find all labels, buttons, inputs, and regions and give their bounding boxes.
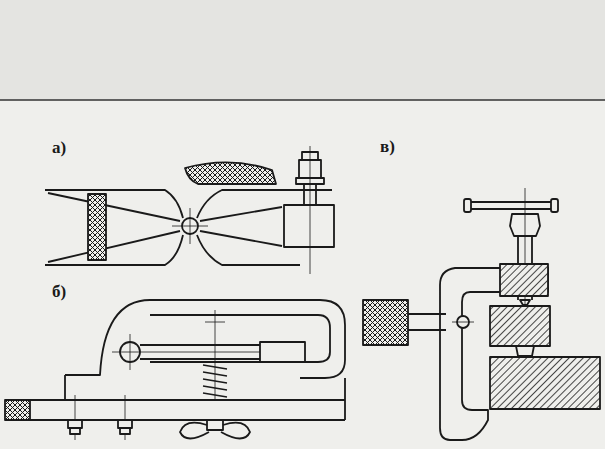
spring-lever-clamp-part [118, 420, 132, 428]
spring-lever-clamp-part [260, 342, 305, 362]
screw-clamp-part [490, 357, 600, 409]
page-ground-part [0, 0, 605, 100]
spring-lever-clamp-part [5, 400, 30, 420]
screw-clamp-part [408, 314, 446, 330]
spring-lever-clamp-part [130, 334, 131, 370]
screw-clamp-part [500, 264, 548, 296]
spring-lever-clamp-part [140, 345, 260, 359]
spring-lever-clamp-part [65, 300, 345, 398]
screw-clamp-part [516, 346, 534, 356]
spring-clamp-part [88, 194, 106, 260]
spring-lever-clamp-part [68, 420, 82, 428]
spring-clamp [45, 146, 334, 274]
page-ground-part [0, 99, 605, 101]
figure-letter: а) [52, 139, 66, 156]
spring-lever-clamp-part [5, 378, 345, 420]
spring-clamp-part [48, 193, 180, 221]
spring-clamp-part [185, 162, 276, 184]
screw-clamp-part [520, 300, 530, 305]
figure-letter: в) [380, 138, 395, 155]
spring-lever-clamp [5, 300, 345, 440]
spring-lever-clamp-part [205, 322, 225, 323]
spring-lever-clamp-part [203, 365, 227, 397]
spring-lever-clamp-part [70, 428, 80, 434]
spring-clamp-part [310, 146, 311, 274]
spring-clamp-part [45, 235, 183, 265]
screw-clamp-part [490, 306, 550, 346]
spring-clamp-part [200, 207, 282, 221]
spring-lever-clamp-part [120, 428, 130, 434]
screw-clamp-part [551, 199, 558, 212]
spring-clamp-part [315, 184, 317, 205]
spring-clamp-part [45, 190, 183, 218]
page-ground [0, 0, 605, 100]
spring-lever-clamp-part [207, 420, 223, 430]
screw-clamp [363, 188, 600, 440]
spring-lever-clamp-part [180, 423, 250, 439]
spring-clamp-part [190, 208, 191, 244]
spring-lever-clamp-part [215, 310, 216, 400]
spring-clamp-part [48, 231, 180, 262]
spring-lever-clamp-part [64, 398, 66, 400]
spring-clamp-part [200, 231, 282, 246]
screw-clamp-part [464, 199, 471, 212]
spring-clamp-part [303, 184, 305, 205]
figure-letter: б) [52, 283, 66, 300]
spring-clamp-part [284, 205, 334, 247]
screw-clamp-part [452, 322, 474, 323]
screw-clamp-part [363, 300, 408, 345]
spring-lever-clamp-part [150, 315, 330, 362]
screw-clamp-part [468, 202, 554, 209]
